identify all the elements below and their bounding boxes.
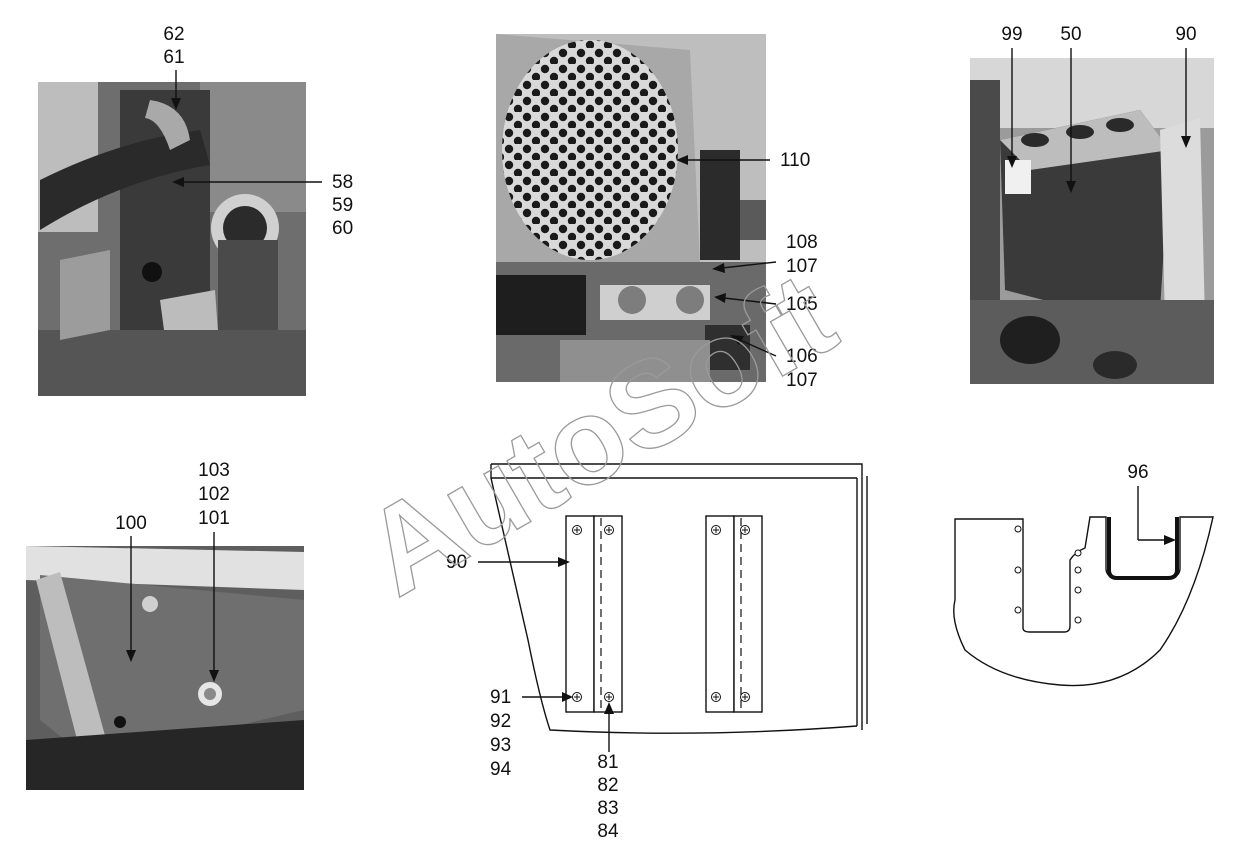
label-81: 81	[597, 752, 618, 773]
photo-1-hose-mount	[38, 82, 306, 396]
label-101: 101	[198, 508, 230, 529]
label-60: 60	[332, 218, 353, 239]
drawing-side-panel	[490, 463, 868, 734]
photo-3-battery-box	[970, 58, 1214, 384]
label-110: 110	[780, 150, 810, 171]
photo-4-cover-plate	[26, 546, 304, 790]
label-107-b: 107	[786, 370, 818, 391]
photo-4-callouts: 103 102 101 100	[115, 460, 230, 682]
label-94: 94	[490, 759, 512, 780]
label-91: 91	[490, 687, 511, 708]
label-96: 96	[1127, 462, 1148, 483]
label-106: 106	[786, 346, 818, 367]
label-61: 61	[163, 47, 184, 68]
label-102: 102	[198, 484, 230, 505]
photo-2-fan-guard	[496, 34, 766, 382]
label-92: 92	[490, 711, 511, 732]
label-59: 59	[332, 195, 353, 216]
label-103: 103	[198, 460, 230, 481]
label-100: 100	[115, 513, 147, 534]
drawing-plate	[953, 516, 1214, 687]
label-108: 108	[786, 232, 818, 253]
label-90-panel: 90	[446, 552, 467, 573]
label-90: 90	[1175, 24, 1196, 45]
photo-3-callouts: 99 50 90	[1001, 24, 1197, 193]
photo-2-callouts: 110 108 107 105 106 107	[676, 150, 818, 391]
label-82: 82	[597, 775, 618, 796]
label-84: 84	[597, 821, 619, 842]
label-99: 99	[1001, 24, 1022, 45]
label-50: 50	[1060, 24, 1081, 45]
drawing-side-panel-callouts: 90 91 92 93 94 81 82 83 84	[446, 552, 619, 842]
drawing-plate-callouts: 96	[1127, 462, 1176, 545]
label-58: 58	[332, 172, 353, 193]
photo-1-callouts: 62 61 58 59 60	[163, 24, 353, 239]
label-83: 83	[597, 798, 618, 819]
label-107: 107	[786, 256, 818, 277]
label-105: 105	[786, 294, 818, 315]
label-93: 93	[490, 735, 511, 756]
label-62: 62	[163, 24, 184, 45]
